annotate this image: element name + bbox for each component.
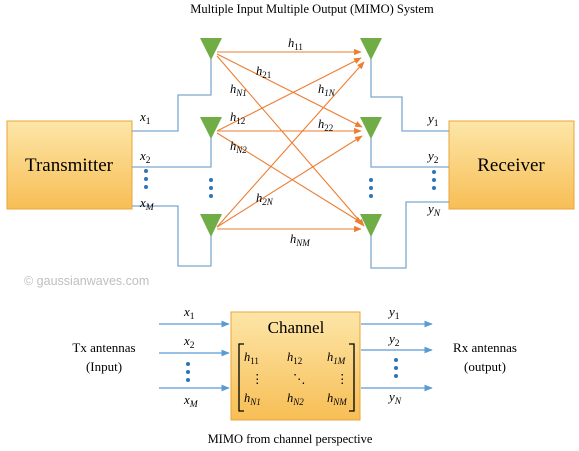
input-x2: x2	[183, 333, 195, 351]
rx-antennas	[360, 38, 382, 237]
diagram-title: Multiple Input Multiple Output (MIMO) Sy…	[190, 2, 434, 16]
bottom-dots	[186, 358, 398, 382]
output-arrows	[361, 320, 433, 392]
matrix-ddots: ⋱	[293, 372, 306, 386]
tx-antenna-m-icon	[200, 214, 222, 237]
tx-antennas	[200, 38, 222, 237]
rx-output-label: (output)	[464, 359, 506, 374]
transmitter-box	[6, 120, 133, 210]
label-hNM: hNM	[290, 232, 310, 248]
matrix-h11: h11	[244, 350, 259, 366]
label-h22: h22	[318, 117, 333, 133]
rx-signal-y2: y2	[426, 148, 439, 166]
rx-antenna-2-icon	[360, 117, 382, 139]
tx-signal-xm: xM	[139, 195, 155, 213]
tx-input-label: (Input)	[86, 359, 122, 374]
tx-antennas-label: Tx antennas	[72, 340, 135, 355]
channel-links	[216, 48, 365, 233]
matrix-hNM: hNM	[327, 391, 347, 407]
rx-antenna-n-icon	[360, 214, 382, 237]
output-y2: y2	[387, 331, 400, 349]
rx-wires	[370, 58, 449, 269]
rx-antenna-dots	[369, 178, 373, 198]
rx-signal-yn: yN	[426, 201, 441, 219]
channel-title: Channel	[268, 318, 325, 337]
output-y1: y1	[387, 304, 400, 322]
input-dots	[186, 362, 190, 382]
matrix-h1M: h1M	[327, 350, 346, 366]
tx-antenna-2-icon	[200, 117, 222, 139]
tx-signal-dots	[144, 169, 148, 189]
output-yn: yN	[387, 389, 402, 407]
tx-wires	[132, 58, 212, 267]
label-hN1: hN1	[230, 82, 247, 98]
label-h1N: h1N	[318, 82, 336, 98]
label-h2N: h2N	[256, 191, 274, 207]
rx-signal-y1: y1	[426, 111, 439, 129]
rx-antennas-label: Rx antennas	[453, 340, 517, 355]
receiver-box	[448, 120, 575, 210]
matrix-brackets	[238, 343, 355, 412]
tx-antenna-1-icon	[200, 38, 222, 60]
label-h21: h21	[256, 64, 271, 80]
tx-antenna-dots	[209, 178, 213, 198]
matrix-hN1: hN1	[244, 391, 261, 407]
matrix-hN2: hN2	[287, 391, 304, 407]
label-h11: h11	[288, 36, 303, 52]
rx-antenna-1-icon	[360, 38, 382, 60]
ellipsis-dots	[144, 169, 436, 198]
watermark: © gaussianwaves.com	[24, 274, 149, 288]
tx-signal-x2: x2	[139, 148, 151, 166]
label-h12: h12	[230, 110, 245, 126]
matrix-vdots-left: ⋮	[251, 372, 264, 386]
transmitter-label: Transmitter	[25, 155, 114, 176]
tx-signal-x1: x1	[139, 109, 151, 127]
input-arrows	[159, 320, 230, 392]
rx-signal-dots	[432, 170, 436, 190]
output-dots	[394, 358, 398, 378]
label-hN2: hN2	[230, 139, 247, 155]
input-xm: xM	[183, 392, 199, 410]
matrix-h12: h12	[287, 350, 302, 366]
bottom-caption: MIMO from channel perspective	[208, 432, 373, 446]
input-x1: x1	[183, 304, 195, 322]
matrix-vdots-right: ⋮	[336, 372, 349, 386]
channel-box	[230, 311, 361, 421]
receiver-label: Receiver	[477, 155, 545, 176]
